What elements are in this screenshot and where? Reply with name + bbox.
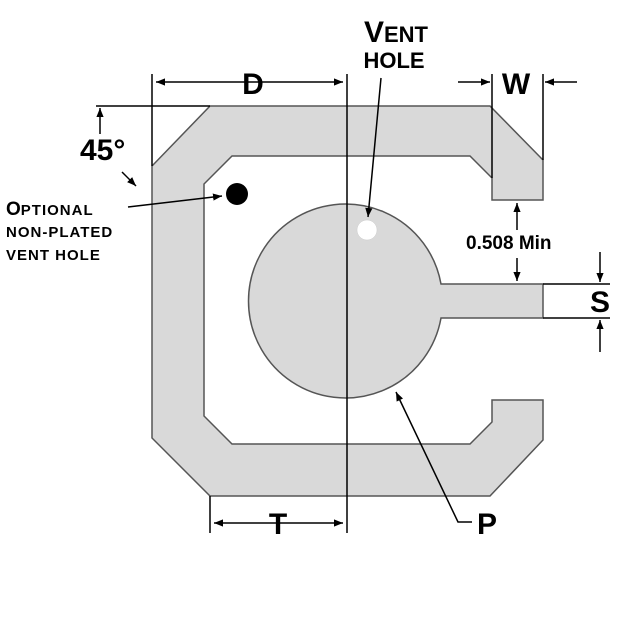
vent-hole (356, 219, 378, 241)
s-label: S (590, 286, 610, 319)
optional-label-line1: OPTIONAL (6, 199, 94, 220)
p-label: P (477, 508, 497, 541)
t-label: T (269, 508, 287, 541)
min-spacing-label: 0.508 Min (466, 233, 552, 254)
angle-arrow-bottom (121, 171, 137, 187)
vent-hole-label-line2: HOLE (363, 48, 424, 73)
optional-label-line3: VENT HOLE (6, 247, 101, 264)
vent-hole-label-line1: VENT (364, 16, 429, 49)
angle-label: 45° (80, 134, 125, 167)
vent-hole-leader (365, 77, 382, 218)
c-pad-frame (151, 105, 544, 497)
center-pad (247, 203, 544, 399)
d-label: D (242, 68, 264, 101)
w-label: W (502, 68, 531, 101)
optional-vent-hole (226, 183, 248, 205)
optional-hole-leader (127, 193, 223, 208)
p-leader (395, 391, 472, 523)
optional-label-line2: NON-PLATED (6, 224, 113, 241)
